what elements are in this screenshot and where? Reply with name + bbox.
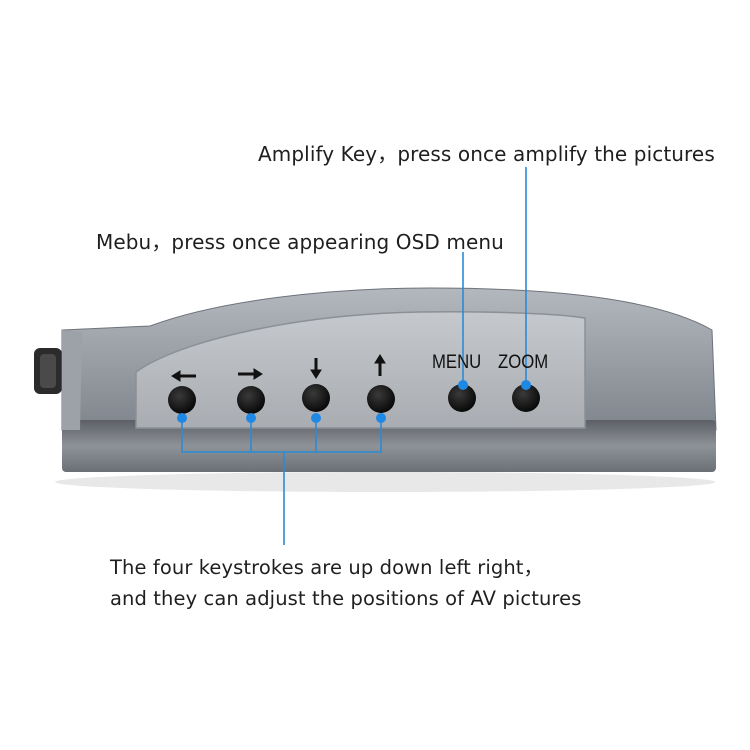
housing-side xyxy=(62,330,82,430)
callout-dots xyxy=(177,380,531,423)
amplify-key-caption: Amplify Key，press once amplify the pictu… xyxy=(258,142,715,166)
arrow-keys-caption-line2: and they can adjust the positions of AV … xyxy=(110,587,582,610)
down-arrow-icon xyxy=(310,358,322,379)
arrow-glyphs xyxy=(171,354,386,382)
left-arrow-icon xyxy=(171,370,196,382)
down-key-button[interactable] xyxy=(302,384,330,412)
right-key-button[interactable] xyxy=(237,386,265,414)
menu-key-caption: Mebu，press once appearing OSD menu xyxy=(96,230,504,254)
right-arrow-icon xyxy=(238,368,263,380)
menu-label: MENU xyxy=(432,352,482,373)
menu-key-button[interactable] xyxy=(448,384,476,412)
side-connector xyxy=(34,348,62,394)
arrow-keys-bracket xyxy=(181,418,382,453)
up-key-button[interactable] xyxy=(367,385,395,413)
device-base xyxy=(62,420,716,472)
up-arrow-icon xyxy=(374,354,386,376)
callout-lines xyxy=(181,167,527,545)
zoom-label: ZOOM xyxy=(498,352,549,373)
device-buttons xyxy=(168,384,540,414)
zoom-key-button[interactable] xyxy=(512,384,540,412)
arrow-keys-caption-line1: The four keystrokes are up down left rig… xyxy=(110,556,544,579)
device-shadow xyxy=(55,472,715,492)
left-key-button[interactable] xyxy=(168,386,196,414)
